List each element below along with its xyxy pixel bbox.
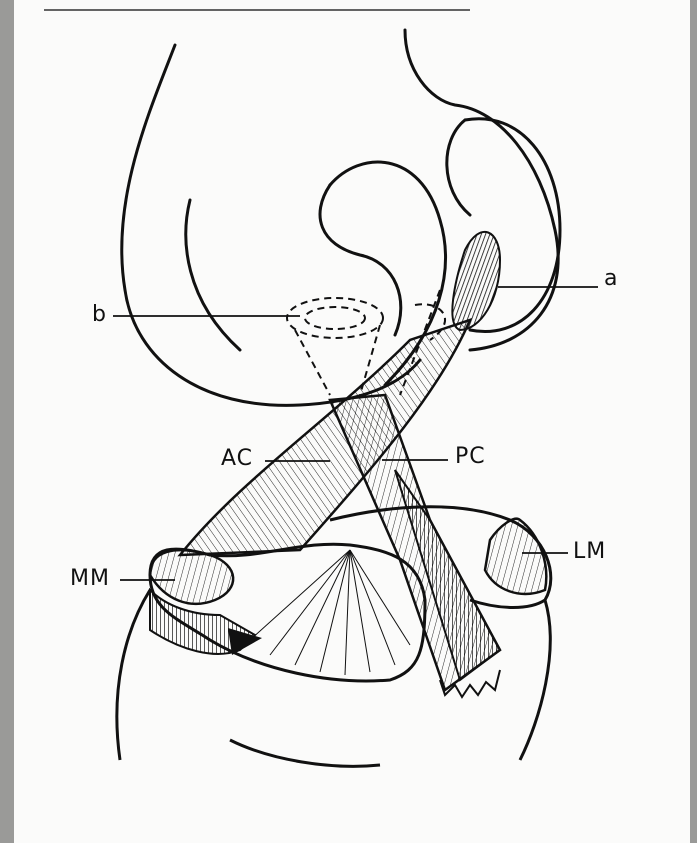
- plateau-fan-lines: [250, 550, 410, 675]
- label-ac: AC: [221, 446, 253, 471]
- insertion-a: [452, 232, 500, 330]
- label-lm: LM: [573, 539, 606, 564]
- label-a: a: [604, 266, 618, 291]
- lateral-meniscus: [485, 519, 546, 594]
- label-b: b: [92, 302, 107, 327]
- femur-outline: [122, 30, 560, 405]
- medial-meniscus: [150, 550, 233, 604]
- label-pc: PC: [455, 444, 486, 469]
- label-mm: MM: [70, 566, 110, 591]
